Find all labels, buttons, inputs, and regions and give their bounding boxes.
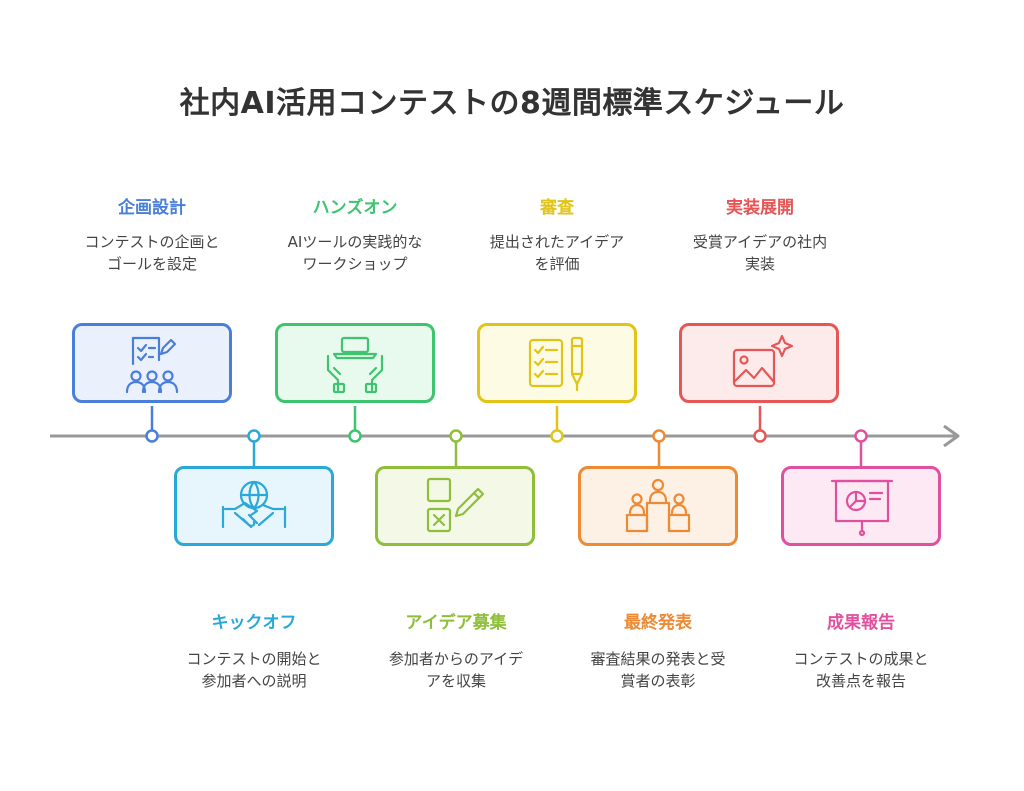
step-desc-line: 賞者の表彰 <box>620 672 696 690</box>
step-desc-line: ワークショップ <box>302 255 408 273</box>
step-title-result-report: 成果報告 <box>827 613 895 633</box>
step-card-handson <box>275 323 435 403</box>
step-desc-final-presentation: 審査結果の発表と受 賞者の表彰 <box>568 648 748 692</box>
step-desc-line: 審査結果の発表と受 <box>590 650 726 668</box>
step-title-idea-collection: アイデア募集 <box>405 613 507 633</box>
step-desc-idea-collection: 参加者からのアイデ アを収集 <box>366 648 546 692</box>
step-card-review <box>477 323 637 403</box>
step-desc-line: を評価 <box>534 255 580 273</box>
image-sparkle-icon <box>732 334 794 388</box>
step-desc-result-report: コンテストの成果と 改善点を報告 <box>771 648 951 692</box>
timeline-marker-4 <box>449 429 463 443</box>
step-title-final-presentation: 最終発表 <box>624 613 692 633</box>
step-desc-line: ゴールを設定 <box>106 255 197 273</box>
step-desc-line: 改善点を報告 <box>815 672 906 690</box>
step-desc-line: AIツールの実践的な <box>287 233 423 251</box>
step-card-kickoff <box>174 466 334 546</box>
timeline-marker-8 <box>854 429 868 443</box>
timeline-marker-1 <box>145 429 159 443</box>
step-desc-planning: コンテストの企画と ゴールを設定 <box>62 231 242 275</box>
checkbox-pencil-icon <box>426 477 485 533</box>
step-desc-line: アを収集 <box>425 672 486 690</box>
podium-winners-icon <box>625 478 691 533</box>
step-desc-line: 受賞アイデアの社内 <box>692 233 828 251</box>
step-desc-line: 参加者からのアイデ <box>388 650 524 668</box>
step-card-planning <box>72 323 232 403</box>
step-desc-line: コンテストの開始と <box>186 650 322 668</box>
step-desc-review: 提出されたアイデア を評価 <box>467 231 647 275</box>
step-desc-line: コンテストの企画と <box>84 233 220 251</box>
presentation-chart-icon <box>830 479 894 537</box>
step-title-handson: ハンズオン <box>312 198 398 218</box>
step-card-idea-collection <box>375 466 535 546</box>
step-title-planning: 企画設計 <box>118 198 186 218</box>
step-desc-line: コンテストの成果と <box>793 650 929 668</box>
step-desc-kickoff: コンテストの開始と 参加者への説明 <box>164 648 344 692</box>
step-card-final-presentation <box>578 466 738 546</box>
handshake-globe-icon <box>221 480 287 529</box>
hands-laptop-icon <box>326 336 384 394</box>
step-title-implementation: 実装展開 <box>726 198 794 218</box>
timeline-marker-5 <box>550 429 564 443</box>
timeline-marker-3 <box>348 429 362 443</box>
timeline-marker-7 <box>753 429 767 443</box>
page-title: 社内AI活用コンテストの8週間標準スケジュール <box>179 86 845 121</box>
step-desc-line: 参加者への説明 <box>201 672 307 690</box>
timeline-marker-6 <box>652 429 666 443</box>
step-title-review: 審査 <box>540 198 574 218</box>
step-desc-line: 提出されたアイデア <box>489 233 625 251</box>
step-desc-line: 実装 <box>744 255 775 273</box>
step-card-implementation <box>679 323 839 403</box>
step-title-kickoff: キックオフ <box>211 613 297 633</box>
timeline-marker-2 <box>247 429 261 443</box>
step-desc-implementation: 受賞アイデアの社内 実装 <box>670 231 850 275</box>
clipboard-pen-icon <box>528 336 584 392</box>
checklist-team-icon <box>125 336 179 394</box>
step-desc-handson: AIツールの実践的な ワークショップ <box>265 231 445 275</box>
step-card-result-report <box>781 466 941 546</box>
